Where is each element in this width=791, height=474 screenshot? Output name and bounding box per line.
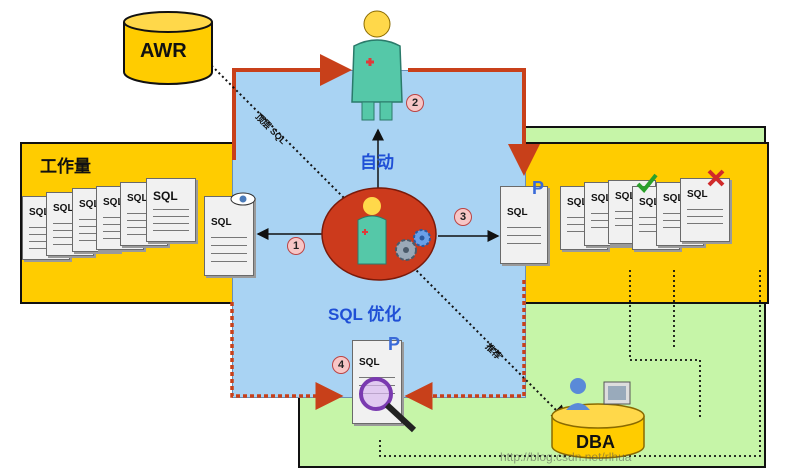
manual-loop bbox=[230, 302, 344, 410]
step-2-badge: 2 bbox=[406, 94, 424, 112]
checkmark-icon bbox=[636, 173, 658, 193]
database-icon bbox=[123, 11, 213, 85]
dba-label: DBA bbox=[576, 432, 615, 452]
tuned-sql-doc: SQL bbox=[352, 340, 402, 424]
selected-sql-doc: SQL bbox=[204, 196, 254, 276]
recommendation-sql-doc: SQL bbox=[500, 186, 548, 264]
top-sql-line bbox=[207, 61, 568, 422]
dba-path-1 bbox=[629, 270, 701, 420]
profile-icon: P bbox=[388, 334, 401, 354]
automatic-label: 自动 bbox=[360, 153, 394, 172]
auto-loop-right bbox=[408, 68, 540, 176]
dba-workstation-icon bbox=[551, 378, 645, 459]
step-1-badge: 1 bbox=[287, 237, 305, 255]
candidate-sql-doc: SQL bbox=[680, 178, 730, 242]
step-4-badge: 4 bbox=[332, 356, 350, 374]
auto-loop-left bbox=[232, 54, 352, 160]
cross-icon bbox=[707, 169, 725, 187]
workload-label: 工作量 bbox=[40, 157, 91, 176]
step-3-badge: 3 bbox=[454, 208, 472, 226]
awr-label: AWR bbox=[140, 40, 187, 62]
watermark: http://blog.csdn.net/rlhua bbox=[500, 450, 632, 464]
profile-icon: P bbox=[532, 178, 545, 198]
workload-sql-doc: SQL bbox=[146, 178, 196, 242]
tuning-label: SQL 优化 bbox=[328, 305, 402, 324]
eye-icon bbox=[230, 192, 256, 206]
manual-loop-right bbox=[404, 280, 526, 410]
magnifier-icon bbox=[359, 377, 417, 433]
advisor-person-icon bbox=[351, 10, 403, 121]
gear-icon bbox=[395, 229, 431, 261]
